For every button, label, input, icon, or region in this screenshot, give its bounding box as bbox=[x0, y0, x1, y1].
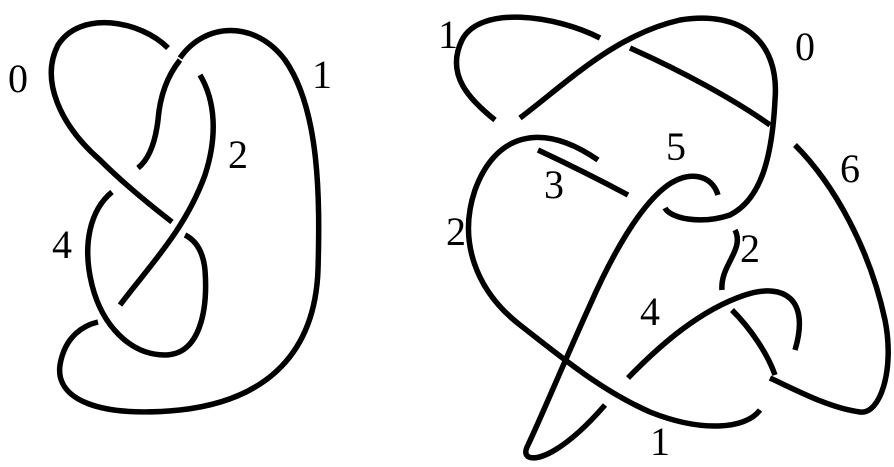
right-knot-left-arc bbox=[465, 134, 763, 429]
right-knot-label: 2 bbox=[446, 209, 466, 254]
right-knot-top-right-lobe bbox=[518, 15, 779, 223]
left-knot-label: 2 bbox=[228, 132, 248, 177]
left-knot-diagram: 0 1 2 4 bbox=[8, 19, 332, 415]
right-knot-lower-tail bbox=[730, 308, 778, 376]
left-knot-label: 1 bbox=[312, 52, 332, 97]
left-knot-outer-strand bbox=[56, 27, 322, 415]
right-knot-label: 2 bbox=[740, 226, 760, 271]
right-knot-small-connector bbox=[719, 228, 740, 291]
right-knot-label: 3 bbox=[544, 162, 564, 207]
right-knot-label: 1 bbox=[650, 419, 670, 464]
right-knot-label: 1 bbox=[438, 12, 458, 57]
right-knot-label: 6 bbox=[840, 146, 860, 191]
right-knot-inner-lobe bbox=[523, 173, 721, 461]
right-knot-lower-loop bbox=[626, 288, 803, 380]
right-knot-right-arc bbox=[768, 143, 891, 415]
right-knot-diagram: 1 0 5 6 3 2 2 4 1 bbox=[438, 12, 891, 464]
left-knot-lower-loop bbox=[85, 189, 209, 358]
right-knot-top-left-lobe bbox=[453, 14, 602, 123]
right-knot-middle-strand bbox=[536, 147, 630, 198]
right-knot-label: 4 bbox=[640, 289, 660, 334]
right-knot-label: 0 bbox=[795, 24, 815, 69]
right-knot-label: 5 bbox=[666, 124, 686, 169]
left-knot-center-strand bbox=[136, 58, 183, 171]
left-knot-top-left-loop bbox=[48, 19, 174, 225]
right-knot-top-diagonal bbox=[628, 45, 772, 128]
left-knot-label: 0 bbox=[8, 56, 28, 101]
left-knot-inner-strand bbox=[117, 73, 216, 307]
left-knot-label: 4 bbox=[52, 222, 72, 267]
